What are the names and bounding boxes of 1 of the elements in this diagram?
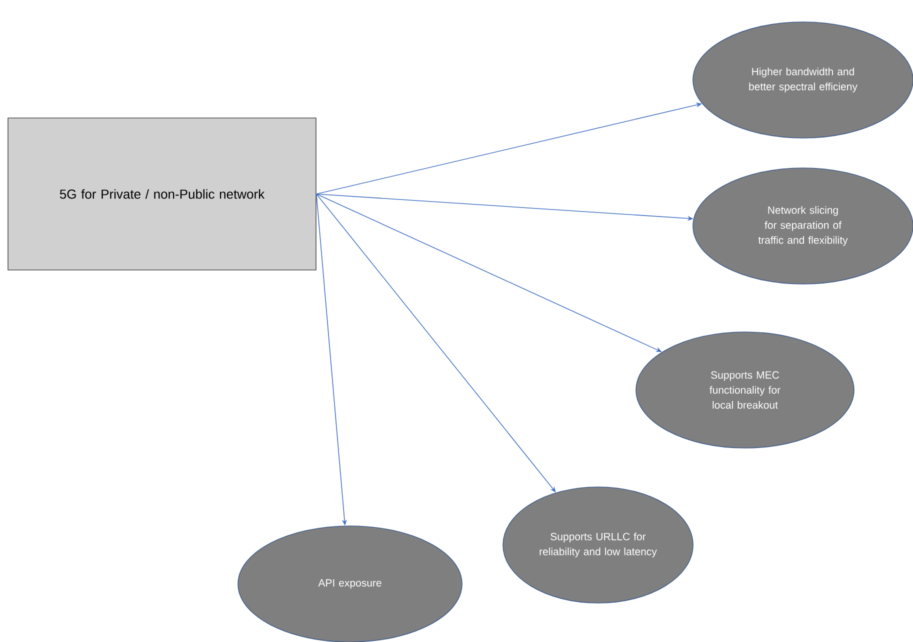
- process-box: 5G for Private / non-Public network: [8, 118, 316, 270]
